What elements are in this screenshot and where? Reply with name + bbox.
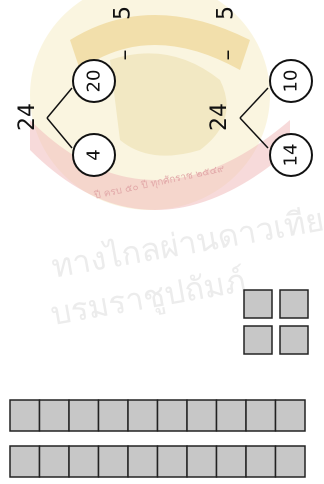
bond-2-part-bottom: 14 <box>269 133 313 177</box>
bond-1-part-top: 20 <box>72 59 116 103</box>
rod-cell <box>9 445 41 478</box>
bond-2-part-top-value: 10 <box>281 70 302 93</box>
rod-cell <box>38 399 70 432</box>
number-bond-1: 24 20 4 – 5 <box>15 6 138 177</box>
rod-cell <box>9 399 41 432</box>
unit-squares <box>243 289 309 355</box>
rod-cell <box>68 399 100 432</box>
rod-cell <box>186 445 218 478</box>
bond-1-part-bottom: 4 <box>72 133 116 177</box>
bond-2-side-value: 5 <box>214 6 239 20</box>
bond-2-part-bottom-value: 14 <box>281 144 302 167</box>
bond-1-whole: 24 <box>15 103 40 131</box>
rod-cell <box>245 445 277 478</box>
unit-square <box>279 289 309 319</box>
unit-square <box>243 325 273 355</box>
rod-cell <box>156 445 188 478</box>
rod-cell <box>97 445 129 478</box>
bond-2-side-mark: – <box>216 50 241 61</box>
rod-cell <box>97 399 129 432</box>
bond-1-part-bottom-value: 4 <box>84 149 105 160</box>
rod-cell <box>127 445 159 478</box>
bond-1-side-mark: – <box>113 50 138 61</box>
watermark-seal: ปี ครบ ๕๐ ปี ทุกศักราช ๒๕๔๙ <box>30 0 290 210</box>
ten-rod <box>9 445 306 478</box>
bond-2-whole: 24 <box>207 103 232 131</box>
bond-1-side-value: 5 <box>111 6 136 20</box>
rod-cell <box>274 399 306 432</box>
unit-square <box>243 289 273 319</box>
rod-cell <box>215 399 247 432</box>
rod-cell <box>127 399 159 432</box>
rod-cell <box>215 445 247 478</box>
rod-cell <box>186 399 218 432</box>
bond-2-part-top: 10 <box>269 59 313 103</box>
rod-cell <box>245 399 277 432</box>
rod-cell <box>156 399 188 432</box>
rod-cell <box>274 445 306 478</box>
rod-cell <box>68 445 100 478</box>
rod-cell <box>38 445 70 478</box>
number-bond-2: 24 10 14 – 5 <box>207 6 313 177</box>
ten-rods <box>9 399 306 478</box>
ten-rod <box>9 399 306 432</box>
unit-square <box>279 325 309 355</box>
bond-1-part-top-value: 20 <box>84 70 105 93</box>
